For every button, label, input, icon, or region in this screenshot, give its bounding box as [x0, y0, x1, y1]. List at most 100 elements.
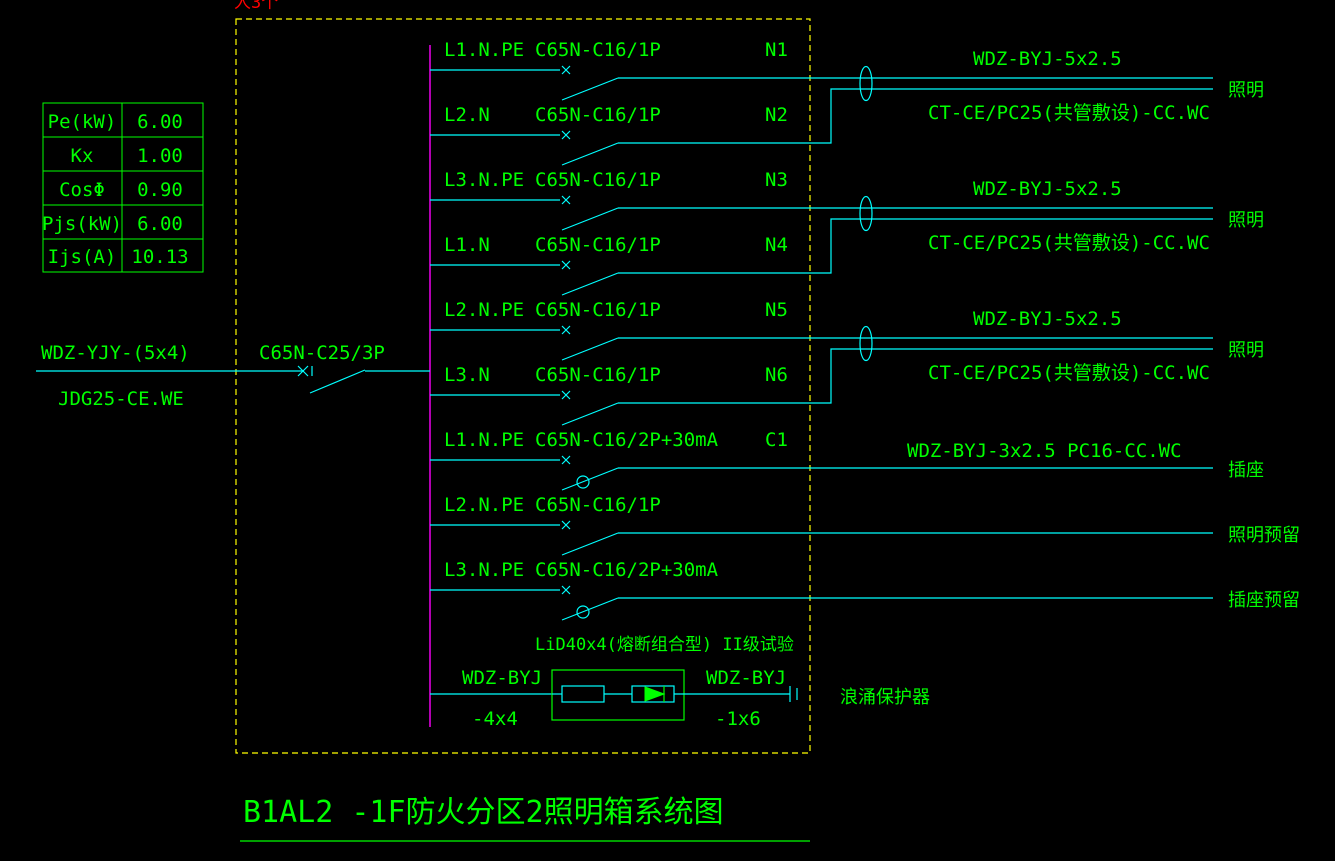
- breaker-contact: [561, 207, 619, 231]
- output-cable-label: WDZ-BYJ-3x2.5 PC16-CC.WC: [907, 440, 1182, 462]
- circuit-phase-label: L1.N.PE: [444, 429, 524, 451]
- single-output: 照明预留: [618, 525, 1300, 546]
- circuit-row: L3.N.PE C65N-C16/1P N3: [430, 169, 788, 231]
- group-cable-label: WDZ-BYJ-5x2.5: [973, 178, 1122, 200]
- breaker-cross-mark: [561, 325, 571, 335]
- circuit-breaker-label: C65N-C16/2P+30mA: [535, 429, 719, 451]
- output-wire: [618, 88, 1213, 144]
- circuit-breaker-label: C65N-C16/1P: [535, 169, 661, 191]
- header-partial-label: 人3个: [234, 0, 278, 13]
- output-load-label: 插座: [1228, 460, 1264, 481]
- circuit-phase-label: L3.N.PE: [444, 169, 524, 191]
- load-table: Pe(kW) 6.00 Kx 1.00 CosΦ 0.90 Pjs(kW) 6.…: [42, 102, 204, 273]
- breaker-contact: [561, 402, 619, 426]
- incoming-cable-label: WDZ-YJY-(5x4): [41, 342, 190, 364]
- circuit-phase-label: L2.N.PE: [444, 494, 524, 516]
- spd-enclosure: [551, 669, 685, 721]
- group-cable-label: WDZ-BYJ-5x2.5: [973, 308, 1122, 330]
- surge-arrester-diode-icon: [644, 686, 666, 702]
- group-conduit-label: CT-CE/PC25(共管敷设)-CC.WC: [928, 102, 1210, 124]
- spd-cable-in-label: WDZ-BYJ: [462, 667, 542, 689]
- circuit-phase-label: L1.N: [444, 234, 490, 256]
- shared-conduit-icon: [859, 65, 873, 102]
- incoming-breaker-label: C65N-C25/3P: [259, 342, 385, 364]
- breaker-contact: [561, 467, 619, 491]
- group-cable-label: WDZ-BYJ-5x2.5: [973, 48, 1122, 70]
- breaker-cross-mark: [561, 130, 571, 140]
- shared-conduit-icon: [859, 325, 873, 362]
- circuit-id-label: N2: [765, 104, 788, 126]
- load-table-value: 0.90: [137, 179, 183, 201]
- circuit-breaker-label: C65N-C16/1P: [535, 299, 661, 321]
- breaker-cross-mark: [561, 585, 571, 595]
- load-table-label: CosΦ: [59, 179, 105, 201]
- incoming-breaker-contact: [309, 369, 366, 394]
- spd-cable-out-label: WDZ-BYJ: [706, 667, 786, 689]
- circuit-row: L2.N.PE C65N-C16/1P N5: [430, 299, 788, 361]
- circuit-phase-label: L3.N: [444, 364, 490, 386]
- circuit-phase-label: L3.N.PE: [444, 559, 524, 581]
- breaker-contact: [561, 272, 619, 296]
- circuit-id-label: N5: [765, 299, 788, 321]
- circuit-row: L3.N.PE C65N-C16/2P+30mA: [430, 559, 719, 621]
- single-output: WDZ-BYJ-3x2.5 PC16-CC.WC 插座: [618, 440, 1264, 481]
- circuit-breaker-label: C65N-C16/1P: [535, 494, 661, 516]
- circuit-row: L1.N.PE C65N-C16/2P+30mA C1: [430, 429, 788, 491]
- spd-cable-in-size-label: -4x4: [472, 708, 518, 730]
- output-wire: [618, 218, 1213, 274]
- load-table-label: Pjs(kW): [42, 213, 122, 235]
- lighting-output-group: WDZ-BYJ-5x2.5CT-CE/PC25(共管敷设)-CC.WC 照明: [618, 308, 1264, 404]
- circuit-id-label: N3: [765, 169, 788, 191]
- circuit-id-label: N1: [765, 39, 788, 61]
- spd-model-label: LiD40x4(熔断组合型) II级试验: [535, 635, 794, 655]
- circuit-breaker-label: C65N-C16/1P: [535, 234, 661, 256]
- breaker-cross-mark: [561, 195, 571, 205]
- circuit-breaker-label: C65N-C16/1P: [535, 364, 661, 386]
- breaker-contact: [561, 532, 619, 556]
- circuit-id-label: N4: [765, 234, 788, 256]
- diagram-title: B1AL2 -1F防火分区2照明箱系统图: [243, 795, 724, 830]
- load-table-border: [42, 102, 204, 273]
- circuit-phase-label: L2.N.PE: [444, 299, 524, 321]
- circuit-id-label: C1: [765, 429, 788, 451]
- output-wire: [618, 348, 1213, 404]
- group-load-label: 照明: [1228, 80, 1264, 101]
- circuit-breaker-label: C65N-C16/2P+30mA: [535, 559, 719, 581]
- breaker-contact: [561, 142, 619, 166]
- single-output: 插座预留: [618, 590, 1300, 611]
- box-enclosure-frame: [235, 18, 811, 754]
- circuit-row: L2.N.PE C65N-C16/1P: [430, 494, 661, 556]
- incoming-feeder: WDZ-YJY-(5x4) JDG25-CE.WE C65N-C25/3P: [36, 342, 430, 410]
- breaker-contact: [561, 77, 619, 101]
- circuit-id-label: N6: [765, 364, 788, 386]
- circuit-row: L1.N C65N-C16/1P N4: [430, 234, 788, 296]
- load-table-value: 1.00: [137, 145, 183, 167]
- incoming-breaker-cross: [297, 365, 309, 377]
- group-conduit-label: CT-CE/PC25(共管敷设)-CC.WC: [928, 362, 1210, 384]
- circuit-row: L3.N C65N-C16/1P N6: [430, 364, 788, 426]
- breaker-cross-mark: [561, 260, 571, 270]
- group-load-label: 照明: [1228, 210, 1264, 231]
- circuit-breaker-label: C65N-C16/1P: [535, 104, 661, 126]
- breaker-cross-mark: [561, 65, 571, 75]
- rcd-symbol-icon: [576, 605, 590, 619]
- load-table-value: 10.13: [131, 246, 188, 268]
- surge-protector-branch: LiD40x4(熔断组合型) II级试验 WDZ-BYJ -4x4 WDZ-BY…: [430, 635, 930, 730]
- spd-cable-out-size-label: -1x6: [715, 708, 761, 730]
- load-table-label: Ijs(A): [48, 246, 117, 268]
- output-groups: WDZ-BYJ-5x2.5CT-CE/PC25(共管敷设)-CC.WC照明WDZ…: [618, 48, 1264, 404]
- rcd-symbol-icon: [576, 475, 590, 489]
- output-load-label: 插座预留: [1228, 590, 1300, 611]
- incoming-conduit-label: JDG25-CE.WE: [58, 388, 184, 410]
- breaker-contact: [561, 597, 619, 621]
- load-table-label: Kx: [71, 145, 94, 167]
- group-load-label: 照明: [1228, 340, 1264, 361]
- load-table-value: 6.00: [137, 213, 183, 235]
- circuit-phase-label: L2.N: [444, 104, 490, 126]
- breaker-cross-mark: [561, 520, 571, 530]
